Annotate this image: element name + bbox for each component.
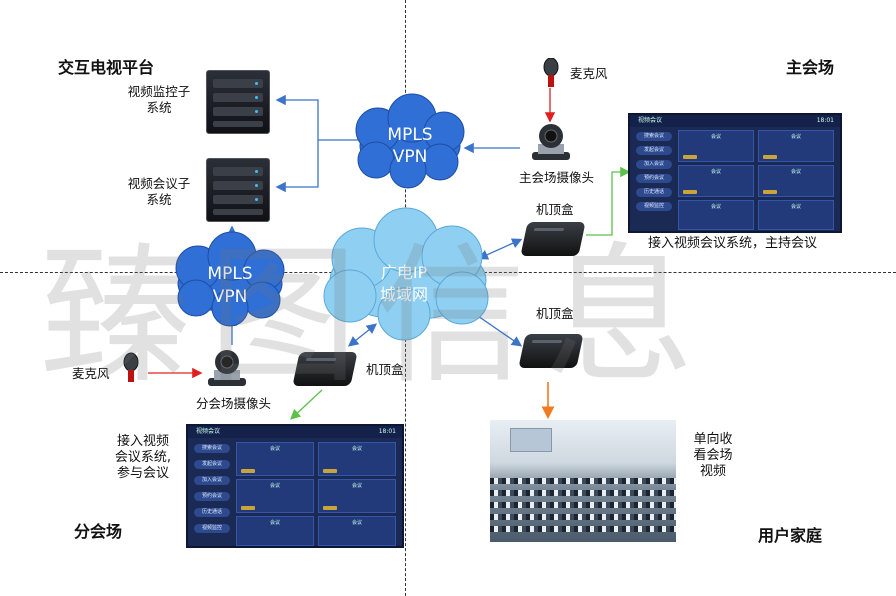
cloud-mpls-top: [355, 93, 465, 189]
screen-menu-item: 发起会议: [194, 460, 230, 469]
branch-venue-screen: 视频会议 18:01 搜索会议 发起会议 加入会议 预约会议 历史通话 视频监控…: [186, 424, 404, 548]
link-mpls-to-conf: [275, 140, 319, 193]
cloud-gd-ip: [323, 207, 489, 341]
camera-icon: [532, 124, 570, 160]
caption-home-line3: 视频: [699, 464, 726, 479]
label-video-conf-line1: 视频会议子: [127, 176, 191, 191]
label-stb-main: 机顶盒: [536, 202, 574, 217]
screen-card-title: 会议: [269, 446, 280, 452]
conference-server-icon: [206, 158, 270, 222]
screen-card-title: 会议: [710, 204, 721, 210]
caption-main-screen: 接入视频会议系统，主持会议: [648, 236, 818, 251]
link-stb-branch-to-ip: [347, 323, 378, 347]
screen-card: 会议: [236, 479, 314, 513]
link-stb-to-screen-branch: [290, 389, 323, 420]
cloud-mpls-top-line1: MPLS: [387, 125, 432, 145]
caption-branch-line2: 会议系统,: [114, 450, 172, 465]
label-stb-home: 机顶盒: [536, 306, 574, 321]
zone-title-home: 用户家庭: [758, 526, 823, 545]
cloud-gd-ip-line1: 广电IP: [381, 263, 428, 282]
label-stb-branch: 机顶盒: [366, 362, 404, 377]
audience-photo: [490, 420, 676, 542]
label-video-monitor: 视频监控子 系统: [114, 84, 204, 116]
cloud-mpls-left-line1: MPLS: [207, 264, 252, 284]
screen-card-title: 会议: [351, 520, 362, 526]
screen-card-title: 会议: [790, 169, 801, 175]
set-top-box-icon: [518, 334, 584, 368]
screen-card: 会议: [678, 200, 754, 230]
label-video-monitor-line2: 系统: [146, 100, 172, 115]
set-top-box-icon: [520, 222, 586, 256]
screen-card-title: 会议: [710, 169, 721, 175]
screen-time: 18:01: [378, 428, 396, 435]
screen-topbar: 视频会议 18:01: [630, 115, 840, 127]
screen-card-title: 会议: [269, 520, 280, 526]
camera-icon: [208, 350, 246, 386]
zone-title-main-venue: 主会场: [786, 58, 835, 77]
caption-branch-line3: 参与会议: [116, 466, 169, 481]
microphone-icon: [543, 58, 559, 87]
screen-menu-item: 预约会议: [636, 174, 672, 183]
screen-menu-item: 加入会议: [636, 160, 672, 169]
screen-app-name: 视频会议: [638, 117, 663, 124]
screen-card-title: 会议: [790, 204, 801, 210]
screen-menu-item: 预约会议: [194, 492, 230, 501]
screen-card-title: 会议: [710, 134, 721, 140]
screen-card: 会议: [678, 165, 754, 197]
label-mic-branch: 麦克风: [72, 366, 110, 381]
screen-menu-item: 加入会议: [194, 476, 230, 485]
caption-branch-line1: 接入视频: [116, 434, 169, 449]
screen-app-name: 视频会议: [196, 428, 221, 435]
screen-card: 会议: [318, 516, 396, 546]
cloud-mpls-left-line2: VPN: [213, 287, 248, 307]
screen-card-title: 会议: [790, 134, 801, 140]
caption-home-line1: 单向收: [693, 432, 733, 447]
monitor-server-icon: [206, 70, 270, 134]
screen-menu-item: 历史通话: [636, 188, 672, 197]
caption-home: 单向收 看会场 视频: [680, 432, 746, 480]
screen-menu-item: 视频监控: [636, 202, 672, 211]
zone-title-branch-venue: 分会场: [74, 522, 123, 541]
screen-menu-item: 发起会议: [636, 146, 672, 155]
main-venue-screen: 视频会议 18:01 搜索会议 发起会议 加入会议 预约会议 历史通话 视频监控…: [628, 113, 842, 233]
screen-time: 18:01: [816, 117, 834, 124]
label-cam-main: 主会场摄像头: [519, 170, 595, 185]
set-top-box-icon: [292, 352, 358, 386]
screen-topbar: 视频会议 18:01: [188, 426, 402, 438]
cloud-gd-ip-line2: 城域网: [380, 285, 428, 304]
screen-card-title: 会议: [269, 483, 280, 489]
label-mic-main: 麦克风: [570, 66, 608, 81]
label-video-conf: 视频会议子 系统: [114, 176, 204, 208]
screen-menu-item: 搜索会议: [636, 132, 672, 141]
label-video-conf-line2: 系统: [146, 192, 172, 207]
screen-card: 会议: [758, 200, 834, 230]
microphone-icon: [123, 352, 139, 382]
link-stb-to-screen-main: [586, 166, 631, 236]
zone-title-platform: 交互电视平台: [58, 58, 155, 77]
label-cam-branch: 分会场摄像头: [196, 396, 272, 411]
screen-card: 会议: [236, 516, 314, 546]
screen-card: 会议: [678, 130, 754, 162]
caption-home-line2: 看会场: [693, 448, 733, 463]
label-video-monitor-line1: 视频监控子: [127, 84, 191, 99]
link-mpls-to-monitor: [275, 94, 362, 141]
screen-card: 会议: [318, 479, 396, 513]
screen-card-title: 会议: [351, 446, 362, 452]
screen-card: 会议: [758, 130, 834, 162]
screen-card-title: 会议: [351, 483, 362, 489]
cloud-mpls-left: [175, 231, 285, 327]
screen-menu-item: 搜索会议: [194, 444, 230, 453]
caption-branch: 接入视频 会议系统, 参与会议: [110, 434, 176, 482]
screen-menu-item: 视频监控: [194, 524, 230, 533]
cloud-mpls-top-line2: VPN: [393, 147, 428, 167]
screen-card: 会议: [236, 442, 314, 476]
screen-card: 会议: [758, 165, 834, 197]
link-stb-main-to-ip: [477, 238, 523, 260]
screen-menu-item: 历史通话: [194, 508, 230, 517]
screen-card: 会议: [318, 442, 396, 476]
